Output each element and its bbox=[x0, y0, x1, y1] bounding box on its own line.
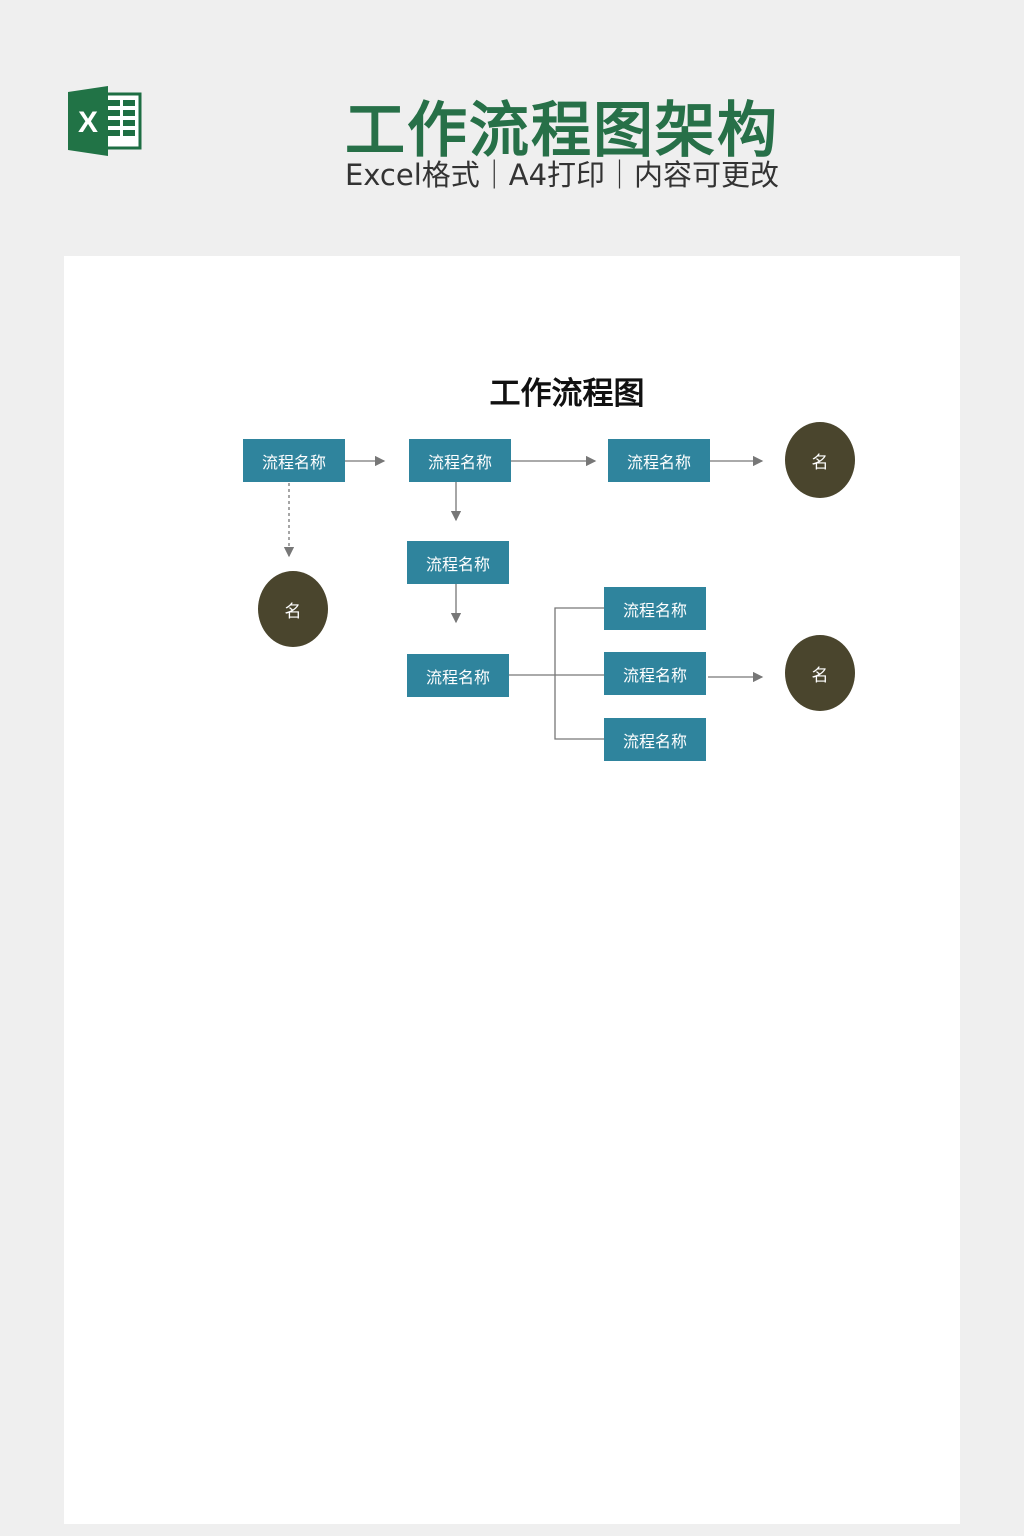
end-node: 名 bbox=[785, 422, 855, 498]
end-node: 名 bbox=[785, 635, 855, 711]
process-box: 流程名称 bbox=[243, 439, 345, 482]
hero-subtitle: Excel格式｜A4打印｜内容可更改 bbox=[344, 158, 780, 192]
excel-logo-icon: X bbox=[66, 86, 142, 156]
bracket-connector bbox=[554, 607, 604, 740]
end-node: 名 bbox=[258, 571, 328, 647]
process-box: 流程名称 bbox=[604, 718, 706, 761]
process-box: 流程名称 bbox=[604, 587, 706, 630]
process-box: 流程名称 bbox=[608, 439, 710, 482]
hero-title: 工作流程图架构 bbox=[345, 96, 779, 166]
process-box: 流程名称 bbox=[407, 541, 509, 584]
process-box: 流程名称 bbox=[407, 654, 509, 697]
diagram-title: 工作流程图 bbox=[489, 376, 645, 412]
process-box: 流程名称 bbox=[409, 439, 511, 482]
svg-text:X: X bbox=[78, 106, 98, 139]
process-box: 流程名称 bbox=[604, 652, 706, 695]
